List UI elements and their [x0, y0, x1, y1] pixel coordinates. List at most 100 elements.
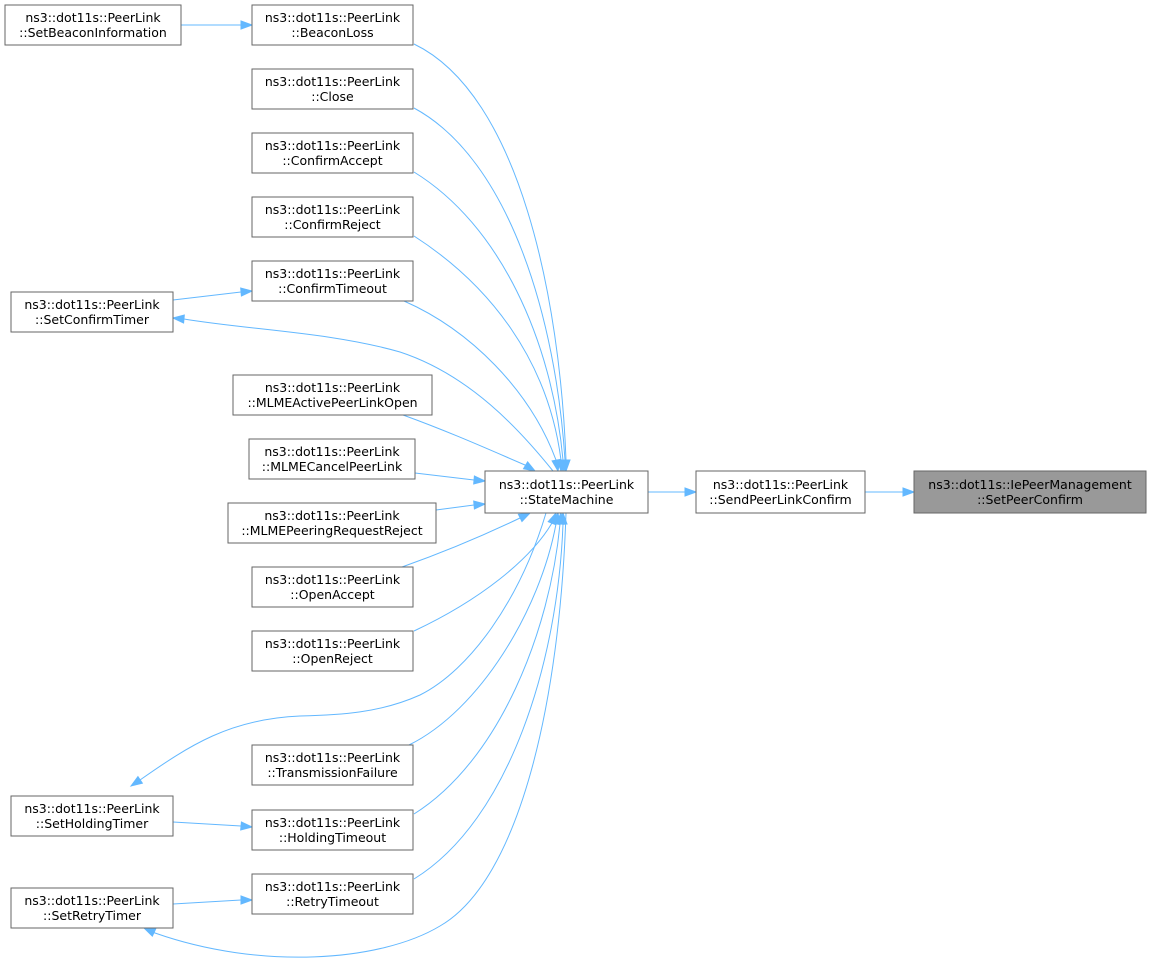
node-mlmeactive[interactable]: ns3::dot11s::PeerLink::MLMEActivePeerLin… [232, 374, 433, 416]
node-confirmaccept[interactable]: ns3::dot11s::PeerLink::ConfirmAccept [251, 132, 414, 174]
node-beaconloss[interactable]: ns3::dot11s::PeerLink::BeaconLoss [251, 4, 414, 46]
edge-line [172, 317, 554, 472]
node-method-label: ::TransmissionFailure [267, 765, 398, 780]
node-namespace-label: ns3::dot11s::PeerLink [265, 380, 401, 395]
edge-line [413, 512, 557, 632]
node-mlmepeering[interactable]: ns3::dot11s::PeerLink::MLMEPeeringReques… [227, 502, 437, 544]
edge-setretrytimer-to-retrytimeout [172, 895, 254, 905]
node-box [10, 795, 174, 837]
node-method-label: ::ConfirmReject [284, 217, 381, 232]
node-namespace-label: ns3::dot11s::PeerLink [264, 444, 400, 459]
node-statemachine[interactable]: ns3::dot11s::PeerLink::StateMachine [484, 470, 649, 514]
edge-line [408, 512, 559, 746]
node-method-label: ::StateMachine [520, 492, 614, 507]
edge-line [413, 107, 566, 471]
arrowhead-icon [684, 487, 698, 497]
arrowhead-icon [522, 461, 537, 472]
arrowhead-icon [142, 927, 157, 938]
node-confirmreject[interactable]: ns3::dot11s::PeerLink::ConfirmReject [251, 196, 414, 238]
node-setholdingtimer[interactable]: ns3::dot11s::PeerLink::SetHoldingTimer [10, 795, 174, 837]
node-box [227, 502, 437, 544]
edge-openaccept-to-statemachine [401, 512, 532, 568]
edge-mlmecancel-to-statemachine [414, 472, 487, 485]
node-namespace-label: ns3::dot11s::PeerLink [265, 74, 401, 89]
node-method-label: ::BeaconLoss [291, 25, 373, 40]
edge-transfail-to-statemachine [408, 511, 561, 746]
node-namespace-label: ns3::dot11s::PeerLink [265, 815, 401, 830]
node-box [10, 887, 174, 929]
edge-line [172, 290, 253, 301]
node-method-label: ::SetHoldingTimer [36, 816, 149, 831]
node-close[interactable]: ns3::dot11s::PeerLink::Close [251, 68, 414, 110]
edge-line [143, 512, 567, 958]
arrowhead-icon [902, 487, 916, 497]
edge-line [413, 513, 564, 880]
node-method-label: ::SetBeaconInformation [19, 25, 167, 40]
node-box [484, 470, 649, 514]
arrowhead-icon [473, 475, 487, 485]
edge-sendconfirm-to-setpeerconfirm [865, 487, 916, 497]
edge-mlmeactive-to-statemachine [402, 414, 537, 472]
node-box [251, 260, 414, 302]
node-namespace-label: ns3::dot11s::PeerLink [265, 202, 401, 217]
edge-holdingtimeout-to-statemachine [413, 511, 565, 815]
arrowhead-icon [129, 775, 144, 787]
node-box [4, 4, 182, 46]
node-namespace-label: ns3::dot11s::PeerLink [499, 477, 635, 492]
node-transfail[interactable]: ns3::dot11s::PeerLink::TransmissionFailu… [251, 744, 414, 786]
node-method-label: ::RetryTimeout [286, 894, 379, 909]
node-setretrytimer[interactable]: ns3::dot11s::PeerLink::SetRetryTimer [10, 887, 174, 929]
node-box [251, 196, 414, 238]
node-method-label: ::HoldingTimeout [279, 830, 386, 845]
node-box [695, 470, 866, 514]
arrowhead-icon [240, 287, 254, 297]
node-holdingtimeout[interactable]: ns3::dot11s::PeerLink::HoldingTimeout [251, 809, 414, 851]
node-box [251, 873, 414, 915]
edge-line [413, 512, 562, 815]
node-openaccept[interactable]: ns3::dot11s::PeerLink::OpenAccept [251, 566, 414, 608]
node-setconfirmtimer[interactable]: ns3::dot11s::PeerLink::SetConfirmTimer [10, 291, 174, 333]
arrowhead-icon [240, 895, 254, 905]
node-namespace-label: ns3::dot11s::PeerLink [265, 138, 401, 153]
edge-line [413, 235, 562, 471]
node-namespace-label: ns3::dot11s::PeerLink [24, 801, 160, 816]
node-method-label: ::SetRetryTimer [43, 908, 142, 923]
arrowhead-icon [517, 512, 532, 523]
edge-setholdingtimer-to-holdingtimeout [172, 821, 254, 831]
node-namespace-label: ns3::dot11s::IePeerManagement [928, 477, 1132, 492]
node-namespace-label: ns3::dot11s::PeerLink [24, 893, 160, 908]
arrowhead-icon [240, 821, 254, 831]
node-confirmtimeout[interactable]: ns3::dot11s::PeerLink::ConfirmTimeout [251, 260, 414, 302]
node-method-label: ::MLMECancelPeerLink [262, 459, 403, 474]
edge-line [413, 171, 564, 471]
node-mlmecancel[interactable]: ns3::dot11s::PeerLink::MLMECancelPeerLin… [248, 438, 416, 480]
edge-retrytimeout-to-statemachine [413, 511, 568, 880]
node-namespace-label: ns3::dot11s::PeerLink [265, 572, 401, 587]
edge-line [402, 414, 536, 472]
node-retrytimeout[interactable]: ns3::dot11s::PeerLink::RetryTimeout [251, 873, 414, 915]
node-namespace-label: ns3::dot11s::PeerLink [265, 636, 401, 651]
node-method-label: ::ConfirmAccept [282, 153, 382, 168]
node-sendconfirm[interactable]: ns3::dot11s::PeerLink::SendPeerLinkConfi… [695, 470, 866, 514]
node-method-label: ::MLMEActivePeerLinkOpen [247, 395, 417, 410]
node-method-label: ::MLMEPeeringRequestReject [241, 523, 422, 538]
arrowhead-icon [558, 511, 568, 525]
node-method-label: ::SetPeerConfirm [977, 492, 1083, 507]
node-method-label: ::OpenReject [292, 651, 373, 666]
node-setbeacon[interactable]: ns3::dot11s::PeerLink::SetBeaconInformat… [4, 4, 182, 46]
edge-mlmepeering-to-statemachine [435, 500, 487, 511]
node-namespace-label: ns3::dot11s::PeerLink [264, 508, 400, 523]
arrowhead-icon [171, 314, 185, 324]
node-box [251, 4, 414, 46]
edge-line [403, 300, 559, 472]
node-box [251, 132, 414, 174]
node-namespace-label: ns3::dot11s::PeerLink [265, 750, 401, 765]
node-method-label: ::Close [311, 89, 354, 104]
node-box [248, 438, 416, 480]
node-namespace-label: ns3::dot11s::PeerLink [25, 10, 161, 25]
node-setpeerconfirm[interactable]: ns3::dot11s::IePeerManagement::SetPeerCo… [913, 470, 1147, 514]
edge-line [401, 512, 531, 568]
node-openreject[interactable]: ns3::dot11s::PeerLink::OpenReject [251, 630, 414, 672]
edge-statemachine-to-setholdingtimer [129, 512, 547, 787]
